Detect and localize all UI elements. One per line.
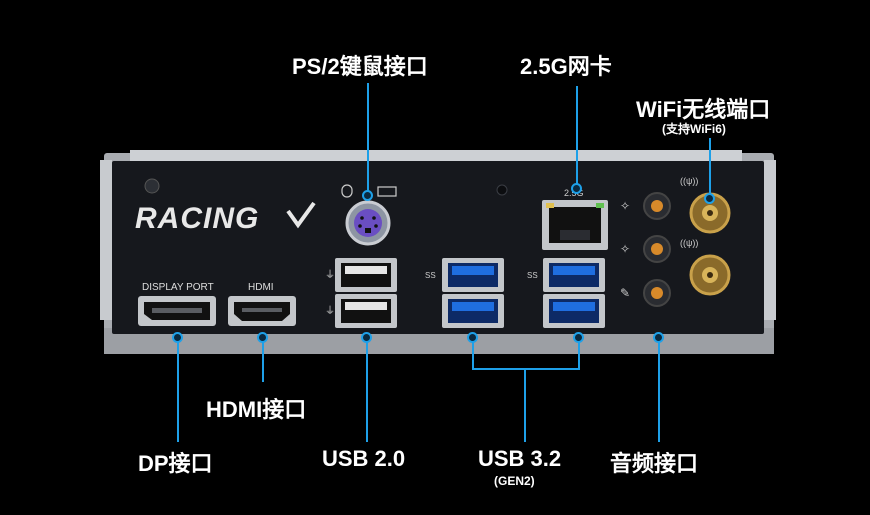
usb32-callout-sub: (GEN2) [494,474,535,488]
usb32-ports-left [442,258,504,328]
mic-icon: ✎ [620,286,630,300]
usb32-callout: USB 3.2 [478,446,562,471]
usb-symbol-icon: ⏚ [325,269,335,281]
usb2-ports [335,258,397,328]
svg-text:⏚: ⏚ [325,305,335,317]
dp-callout: DP接口 [138,451,213,476]
audio-jacks [643,192,671,307]
ps2-callout: PS/2键鼠接口 [292,54,428,79]
dp-port-label: DISPLAY PORT [142,282,214,293]
screw [144,178,160,194]
wifi-antenna-connectors [689,192,731,296]
keyboard-icon [377,186,397,197]
logo-mark [286,201,316,229]
svg-text:✧: ✧ [620,242,630,256]
wifi-callout-sub: (支持WiFi6) [662,122,726,136]
antenna-icon: ((ψ)) [680,176,698,186]
hdmi-callout: HDMI接口 [206,397,307,422]
audio-callout: 音频接口 [610,451,699,476]
mouse-icon [341,184,353,198]
lan-callout: 2.5G网卡 [520,54,612,79]
ss-label: SS [425,271,436,280]
usb2-callout: USB 2.0 [322,446,406,471]
hdmi-port-label: HDMI [248,282,274,293]
svg-text:((ψ)): ((ψ)) [680,238,698,248]
wifi-callout: WiFi无线端口 [636,97,771,122]
ss-label: SS [527,271,538,280]
racing-logo: RACING [135,202,259,235]
usb32-ports-right [543,258,605,328]
speaker-icon: ✧ [620,199,630,213]
